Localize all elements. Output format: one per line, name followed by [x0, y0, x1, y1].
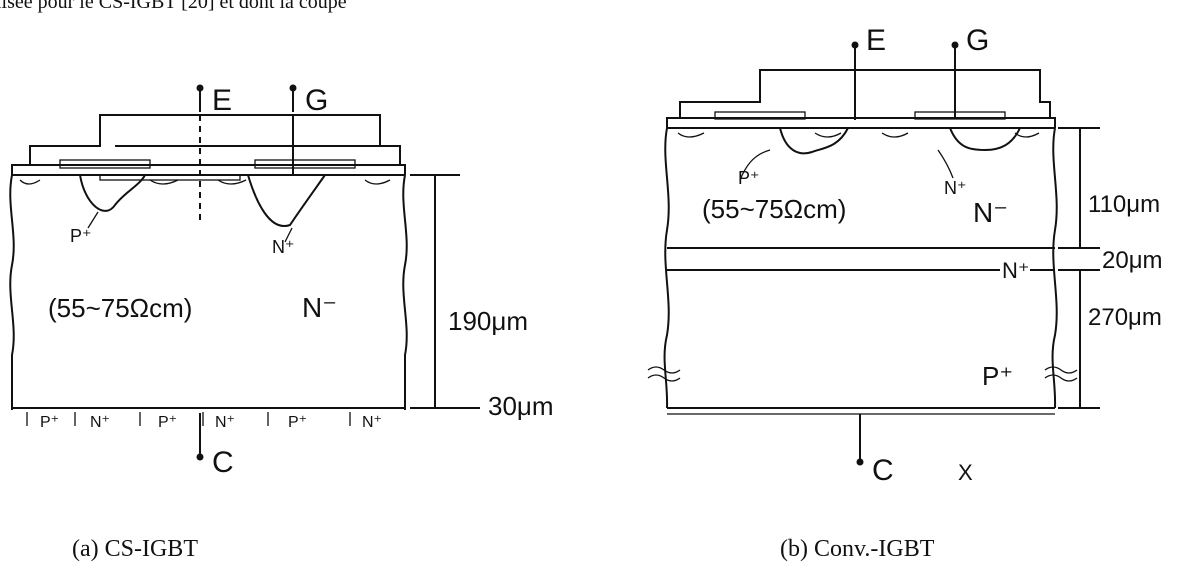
- n-plus-well-b: [949, 127, 1021, 152]
- p-plus-well-a: [79, 174, 146, 212]
- label-n-plus-b: N⁺: [944, 178, 967, 198]
- svg-text:C: C: [212, 446, 234, 479]
- drift-region-label-b: N⁻: [973, 197, 1008, 228]
- resistivity-label-a: (55~75Ωcm): [48, 293, 192, 323]
- top-surface-a: [11, 159, 406, 185]
- n-plus-well-a: [247, 174, 326, 228]
- svg-text:E: E: [866, 24, 886, 57]
- terminal-e-a: E: [196, 84, 232, 117]
- svg-text:N⁺: N⁺: [362, 414, 382, 431]
- drift-region-label-a: N⁻: [302, 292, 337, 323]
- buffer-label-b: N⁺: [1002, 258, 1030, 283]
- svg-text:20μm: 20μm: [1102, 247, 1163, 274]
- svg-text:P⁺: P⁺: [158, 414, 177, 431]
- label-p-plus-b: P⁺: [738, 168, 760, 188]
- diagram-cs-igbt: E G P⁺ N⁺: [9, 84, 554, 431]
- svg-text:P⁺: P⁺: [288, 414, 307, 431]
- svg-text:G: G: [305, 84, 328, 117]
- resistivity-label-b: (55~75Ωcm): [702, 194, 846, 224]
- dimension-bottom-a: 30μm: [410, 391, 554, 421]
- bottom-cells-a: P⁺ N⁺ P⁺ N⁺ P⁺ N⁺: [26, 412, 382, 431]
- caption-a: (a) CS-IGBT: [72, 536, 198, 562]
- stray-mark-x: X: [958, 460, 973, 485]
- svg-text:110μm: 110μm: [1088, 191, 1160, 218]
- substrate-label-b: P⁺: [982, 361, 1013, 391]
- terminal-g-b: G: [951, 24, 989, 70]
- svg-text:N⁺: N⁺: [90, 414, 110, 431]
- dimension-drift-b: 110μm: [1058, 127, 1160, 249]
- svg-text:190μm: 190μm: [448, 306, 528, 336]
- terminal-c-b: C: [856, 414, 894, 487]
- svg-text:E: E: [212, 84, 232, 117]
- terminal-e-b: E: [851, 24, 886, 70]
- svg-text:N⁺: N⁺: [215, 414, 235, 431]
- terminal-c-a: C: [196, 413, 234, 479]
- header-text-fragment: lisée pour le CS-IGBT [20] et dont la co…: [0, 0, 347, 13]
- svg-text:30μm: 30μm: [488, 391, 554, 421]
- svg-text:270μm: 270μm: [1088, 304, 1162, 331]
- svg-text:P⁺: P⁺: [40, 414, 59, 431]
- dimension-substrate-b: 270μm: [1058, 270, 1162, 409]
- svg-text:G: G: [966, 24, 989, 57]
- top-surface-b: [666, 111, 1056, 138]
- svg-text:C: C: [872, 454, 894, 487]
- label-p-plus-a: P⁺: [70, 226, 92, 246]
- label-n-plus-a: N⁺: [272, 237, 295, 257]
- dimension-buffer-b: 20μm: [1058, 247, 1163, 274]
- caption-b: (b) Conv.-IGBT: [780, 536, 935, 562]
- dimension-drift-a: 190μm: [410, 174, 528, 409]
- diagram-conv-igbt: E G P⁺ N⁺ (55~75Ωcm) N⁻: [647, 24, 1163, 415]
- terminal-g-a: G: [289, 84, 328, 117]
- p-plus-well-b: [779, 127, 849, 155]
